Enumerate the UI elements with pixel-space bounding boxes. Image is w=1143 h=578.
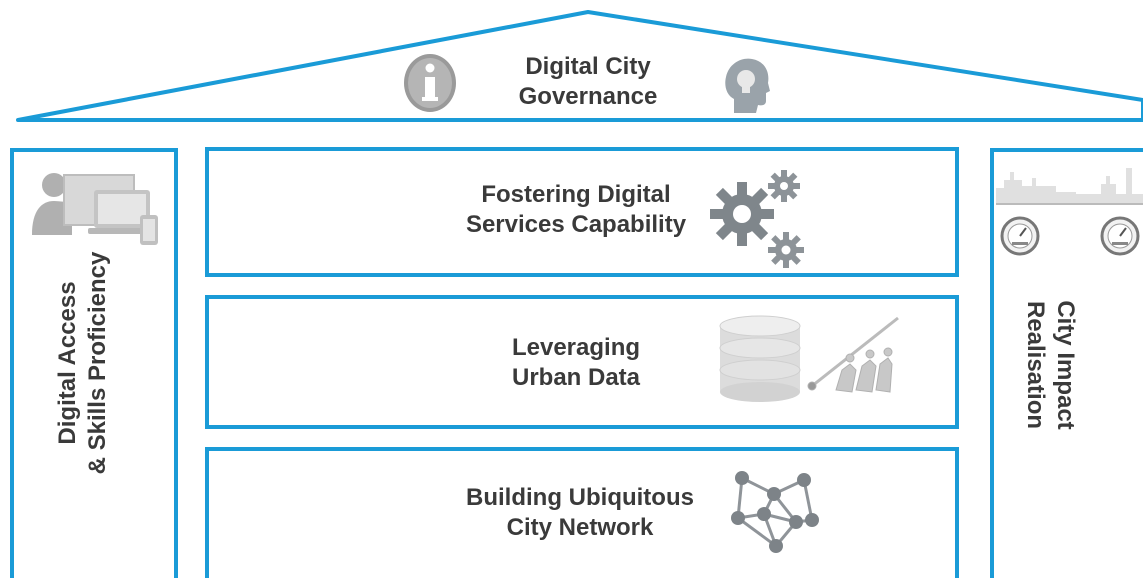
database-lever-icon (719, 315, 899, 402)
block-urban-data-line2: Urban Data (511, 364, 641, 391)
gears-icon (710, 170, 804, 268)
block-network (205, 447, 959, 578)
people-lever-icon (807, 316, 899, 393)
block-services (205, 147, 959, 277)
block-network-line2: City Network (506, 514, 654, 541)
roof-title-line2: Governance (518, 83, 658, 110)
city-skyline-icon (996, 168, 1143, 256)
block-services-line1: Fostering Digital (481, 181, 671, 208)
block-services-line2: Services Capability (465, 211, 687, 238)
right-pillar-line2: Realisation (1022, 300, 1049, 430)
roof-title-line1: Digital City (525, 53, 651, 80)
right-pillar-line1: City Impact (1052, 300, 1079, 430)
presenter-devices-icon (32, 173, 158, 245)
left-pillar-line2: & Skills Proficiency (84, 251, 111, 475)
block-urban-data-title: Leveraging Urban Data (476, 333, 676, 393)
left-pillar-label: Digital Access & Skills Proficiency (53, 233, 113, 493)
block-urban-data (205, 295, 959, 429)
head-lightbulb-icon (725, 58, 770, 113)
right-pillar-label: City Impact Realisation (1020, 255, 1080, 475)
block-services-title: Fostering Digital Services Capability (436, 180, 716, 240)
block-network-title: Building Ubiquitous City Network (440, 483, 720, 543)
left-pillar-line1: Digital Access (54, 281, 81, 445)
gauge-icon-2 (1100, 216, 1140, 256)
gauge-icon-1 (1000, 216, 1040, 256)
roof-title: Digital City Governance (488, 52, 688, 112)
block-urban-data-line1: Leveraging (511, 334, 641, 361)
block-network-line1: Building Ubiquitous (466, 484, 694, 511)
info-icon (404, 54, 456, 112)
database-icon (719, 315, 801, 402)
network-icon (731, 471, 819, 553)
